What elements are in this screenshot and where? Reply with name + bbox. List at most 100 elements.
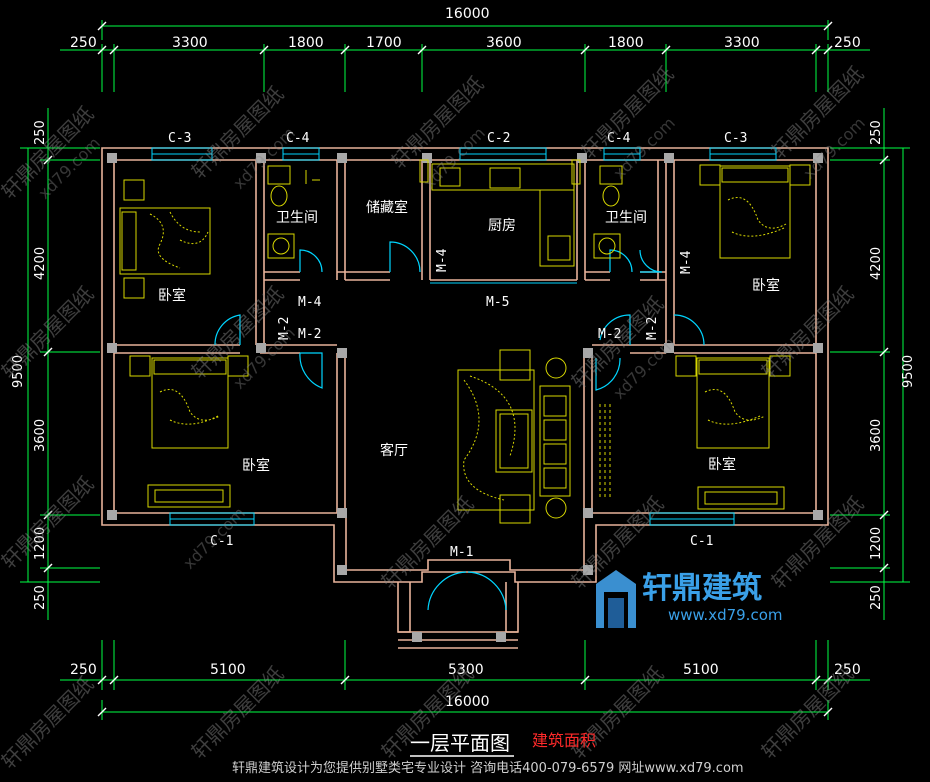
window-c2	[459, 147, 547, 161]
dim-left-2: 3600	[33, 419, 48, 452]
dim-right-total: 9500	[901, 355, 916, 388]
door-bath-left	[299, 249, 323, 273]
room-bedroom-se: 卧室	[708, 456, 736, 473]
brand-name: 轩鼎建筑	[642, 571, 762, 606]
tag-m4-left: M-4	[298, 295, 322, 310]
room-storage: 储藏室	[366, 199, 408, 216]
tag-c1-right: C-1	[690, 534, 713, 549]
dim-left-4: 250	[33, 585, 48, 610]
door-m1-left	[427, 571, 467, 611]
watermark-text: 轩鼎房屋图纸	[0, 472, 98, 574]
door-bath-right	[609, 249, 633, 273]
columns	[107, 153, 823, 642]
dim-top-3: 1700	[366, 35, 402, 51]
bed-ne	[699, 164, 811, 259]
watermark-text: 轩鼎房屋图纸	[757, 282, 859, 384]
dim-top-2: 1800	[288, 35, 324, 51]
watermark-text: 轩鼎房屋图纸	[767, 492, 869, 594]
bath-fixtures-left	[267, 165, 320, 259]
door-m1-right	[467, 571, 507, 611]
dim-left-1: 4200	[33, 247, 48, 280]
tag-m2-left-v: M-2	[277, 317, 292, 340]
room-bedroom-nw: 卧室	[158, 287, 186, 304]
tag-c3-right: C-3	[724, 131, 747, 146]
room-bathroom-e: 卫生间	[605, 210, 647, 226]
dim-top-1: 3300	[172, 35, 208, 51]
dim-top-6: 3300	[724, 35, 760, 51]
watermark-text: 轩鼎房屋图纸	[567, 292, 669, 394]
area-note: 建筑面积	[532, 731, 596, 750]
dim-left-total: 9500	[11, 355, 26, 388]
door-bed-ne-b	[673, 314, 705, 346]
tag-c3-left: C-3	[168, 131, 191, 146]
doors	[214, 241, 705, 611]
dim-bottom-1: 5100	[210, 662, 246, 678]
tag-c2: C-2	[487, 131, 510, 146]
watermark-text: 轩鼎房屋图纸	[187, 82, 289, 184]
room-living: 客厅	[380, 442, 408, 459]
footer-text: 轩鼎建筑设计为您提供别墅类宅专业设计 咨询电话400-079-6579 网址ww…	[232, 760, 744, 776]
brand-url: www.xd79.com	[668, 606, 783, 624]
door-bed-se	[595, 357, 621, 391]
windows	[151, 147, 777, 526]
walls	[101, 147, 829, 649]
watermark-text: 轩鼎房屋图纸	[0, 282, 98, 384]
plan-title: 一层平面图	[410, 731, 510, 755]
brand-logo: 轩鼎建筑 www.xd79.com	[596, 570, 783, 628]
watermark-text: 轩鼎房屋图纸	[0, 672, 98, 774]
bed-nw	[119, 179, 211, 299]
dim-bottom-4: 250	[834, 662, 861, 678]
dim-right-2: 3600	[869, 419, 884, 452]
window-c3-right	[709, 147, 777, 161]
dimension-lines	[20, 20, 910, 720]
dim-total-top: 16000	[445, 6, 490, 22]
watermark-text: 轩鼎房屋图纸	[757, 662, 859, 764]
tag-c1-left: C-1	[210, 534, 233, 549]
dim-left-0: 250	[33, 120, 48, 145]
kitchen-counter	[431, 163, 575, 267]
bed-se	[599, 355, 791, 510]
window-c3-left	[151, 147, 213, 161]
bed-sw	[129, 355, 249, 508]
dim-top-7: 250	[834, 35, 861, 51]
tag-m1: M-1	[450, 545, 473, 560]
dim-total-bottom: 16000	[445, 694, 490, 710]
tag-c4-left: C-4	[286, 131, 310, 146]
door-storage	[389, 241, 421, 273]
dim-bottom-3: 5100	[683, 662, 719, 678]
tag-m5: M-5	[486, 295, 509, 310]
sofa-set	[457, 349, 571, 524]
dim-top-0: 250	[70, 35, 97, 51]
tag-m2-right: M-2	[598, 327, 621, 342]
window-c1-left	[169, 512, 255, 526]
dim-top-4: 3600	[486, 35, 522, 51]
dim-right-3: 1200	[869, 527, 884, 560]
door-bath-right-b	[639, 249, 663, 273]
door-bed-sw	[299, 352, 323, 389]
dim-bottom-0: 250	[70, 662, 97, 678]
room-bedroom-sw: 卧室	[242, 457, 270, 474]
bath-fixtures-right	[571, 159, 623, 259]
dim-left-3: 1200	[33, 527, 48, 560]
door-bed-ne	[599, 314, 631, 345]
furniture	[119, 159, 811, 524]
window-c4-left	[282, 147, 320, 161]
watermark-text: 轩鼎房屋图纸	[187, 282, 289, 384]
window-c1-right	[649, 512, 735, 526]
dim-top-5: 1800	[608, 35, 644, 51]
room-kitchen: 厨房	[488, 218, 516, 234]
tag-m2-left: M-2	[298, 327, 321, 342]
tag-m4-storage: M-4	[435, 248, 450, 272]
watermark-text: 轩鼎房屋图纸	[377, 492, 479, 594]
tag-m2-right-v: M-2	[645, 317, 660, 340]
door-bed-nw	[214, 314, 241, 346]
room-bathroom-w: 卫生间	[276, 210, 318, 226]
dim-bottom-2: 5300	[448, 662, 484, 678]
storage-shelf	[419, 159, 429, 183]
window-c4-right	[603, 147, 641, 161]
dim-right-0: 250	[869, 120, 884, 145]
dim-right-4: 250	[869, 585, 884, 610]
room-bedroom-ne: 卧室	[752, 277, 780, 294]
tag-m4-right: M-4	[679, 250, 694, 274]
dimension-ticks	[43, 21, 889, 717]
